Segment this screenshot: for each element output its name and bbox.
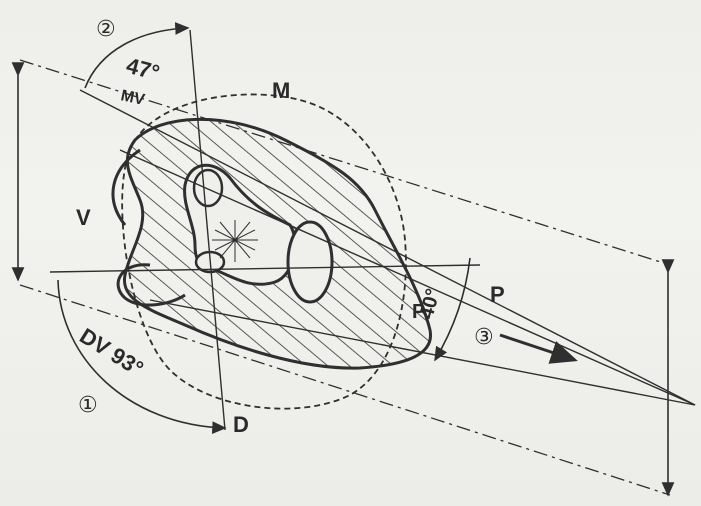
p-label: P: [490, 282, 505, 307]
radial-center: [212, 220, 258, 262]
arc-40: [434, 257, 471, 362]
step-2-label: ②: [96, 17, 116, 42]
dashdot-line-top: [19, 59, 671, 266]
step-3-label: ③: [474, 325, 494, 350]
cavity-lobe: [192, 168, 224, 208]
arc-47: [84, 22, 190, 89]
mv-label: MV: [119, 87, 146, 109]
axis-line-diag: [79, 89, 696, 406]
lower-lobe: [116, 263, 186, 307]
v-label: V: [76, 205, 91, 230]
axis-line-horizontal: [49, 264, 481, 273]
arc-93: [57, 279, 227, 434]
axis-line-upper: [119, 149, 696, 406]
cylinder-end: [286, 220, 334, 304]
angle-47-label: 47°: [124, 53, 163, 86]
angle-40-label: 40°: [416, 286, 445, 321]
d-label: D: [233, 412, 249, 437]
axis-line-vertical: [189, 29, 226, 431]
projection-arrow: [499, 333, 578, 364]
left-lobe: [111, 148, 141, 226]
axis-line-lower: [149, 299, 696, 406]
dashdot-line-bottom: [19, 284, 671, 496]
m-label: M: [272, 78, 290, 103]
p-small-label: P: [412, 301, 425, 323]
angle-dv-label: DV 93°: [75, 323, 148, 381]
step-1-label: ①: [78, 393, 98, 418]
